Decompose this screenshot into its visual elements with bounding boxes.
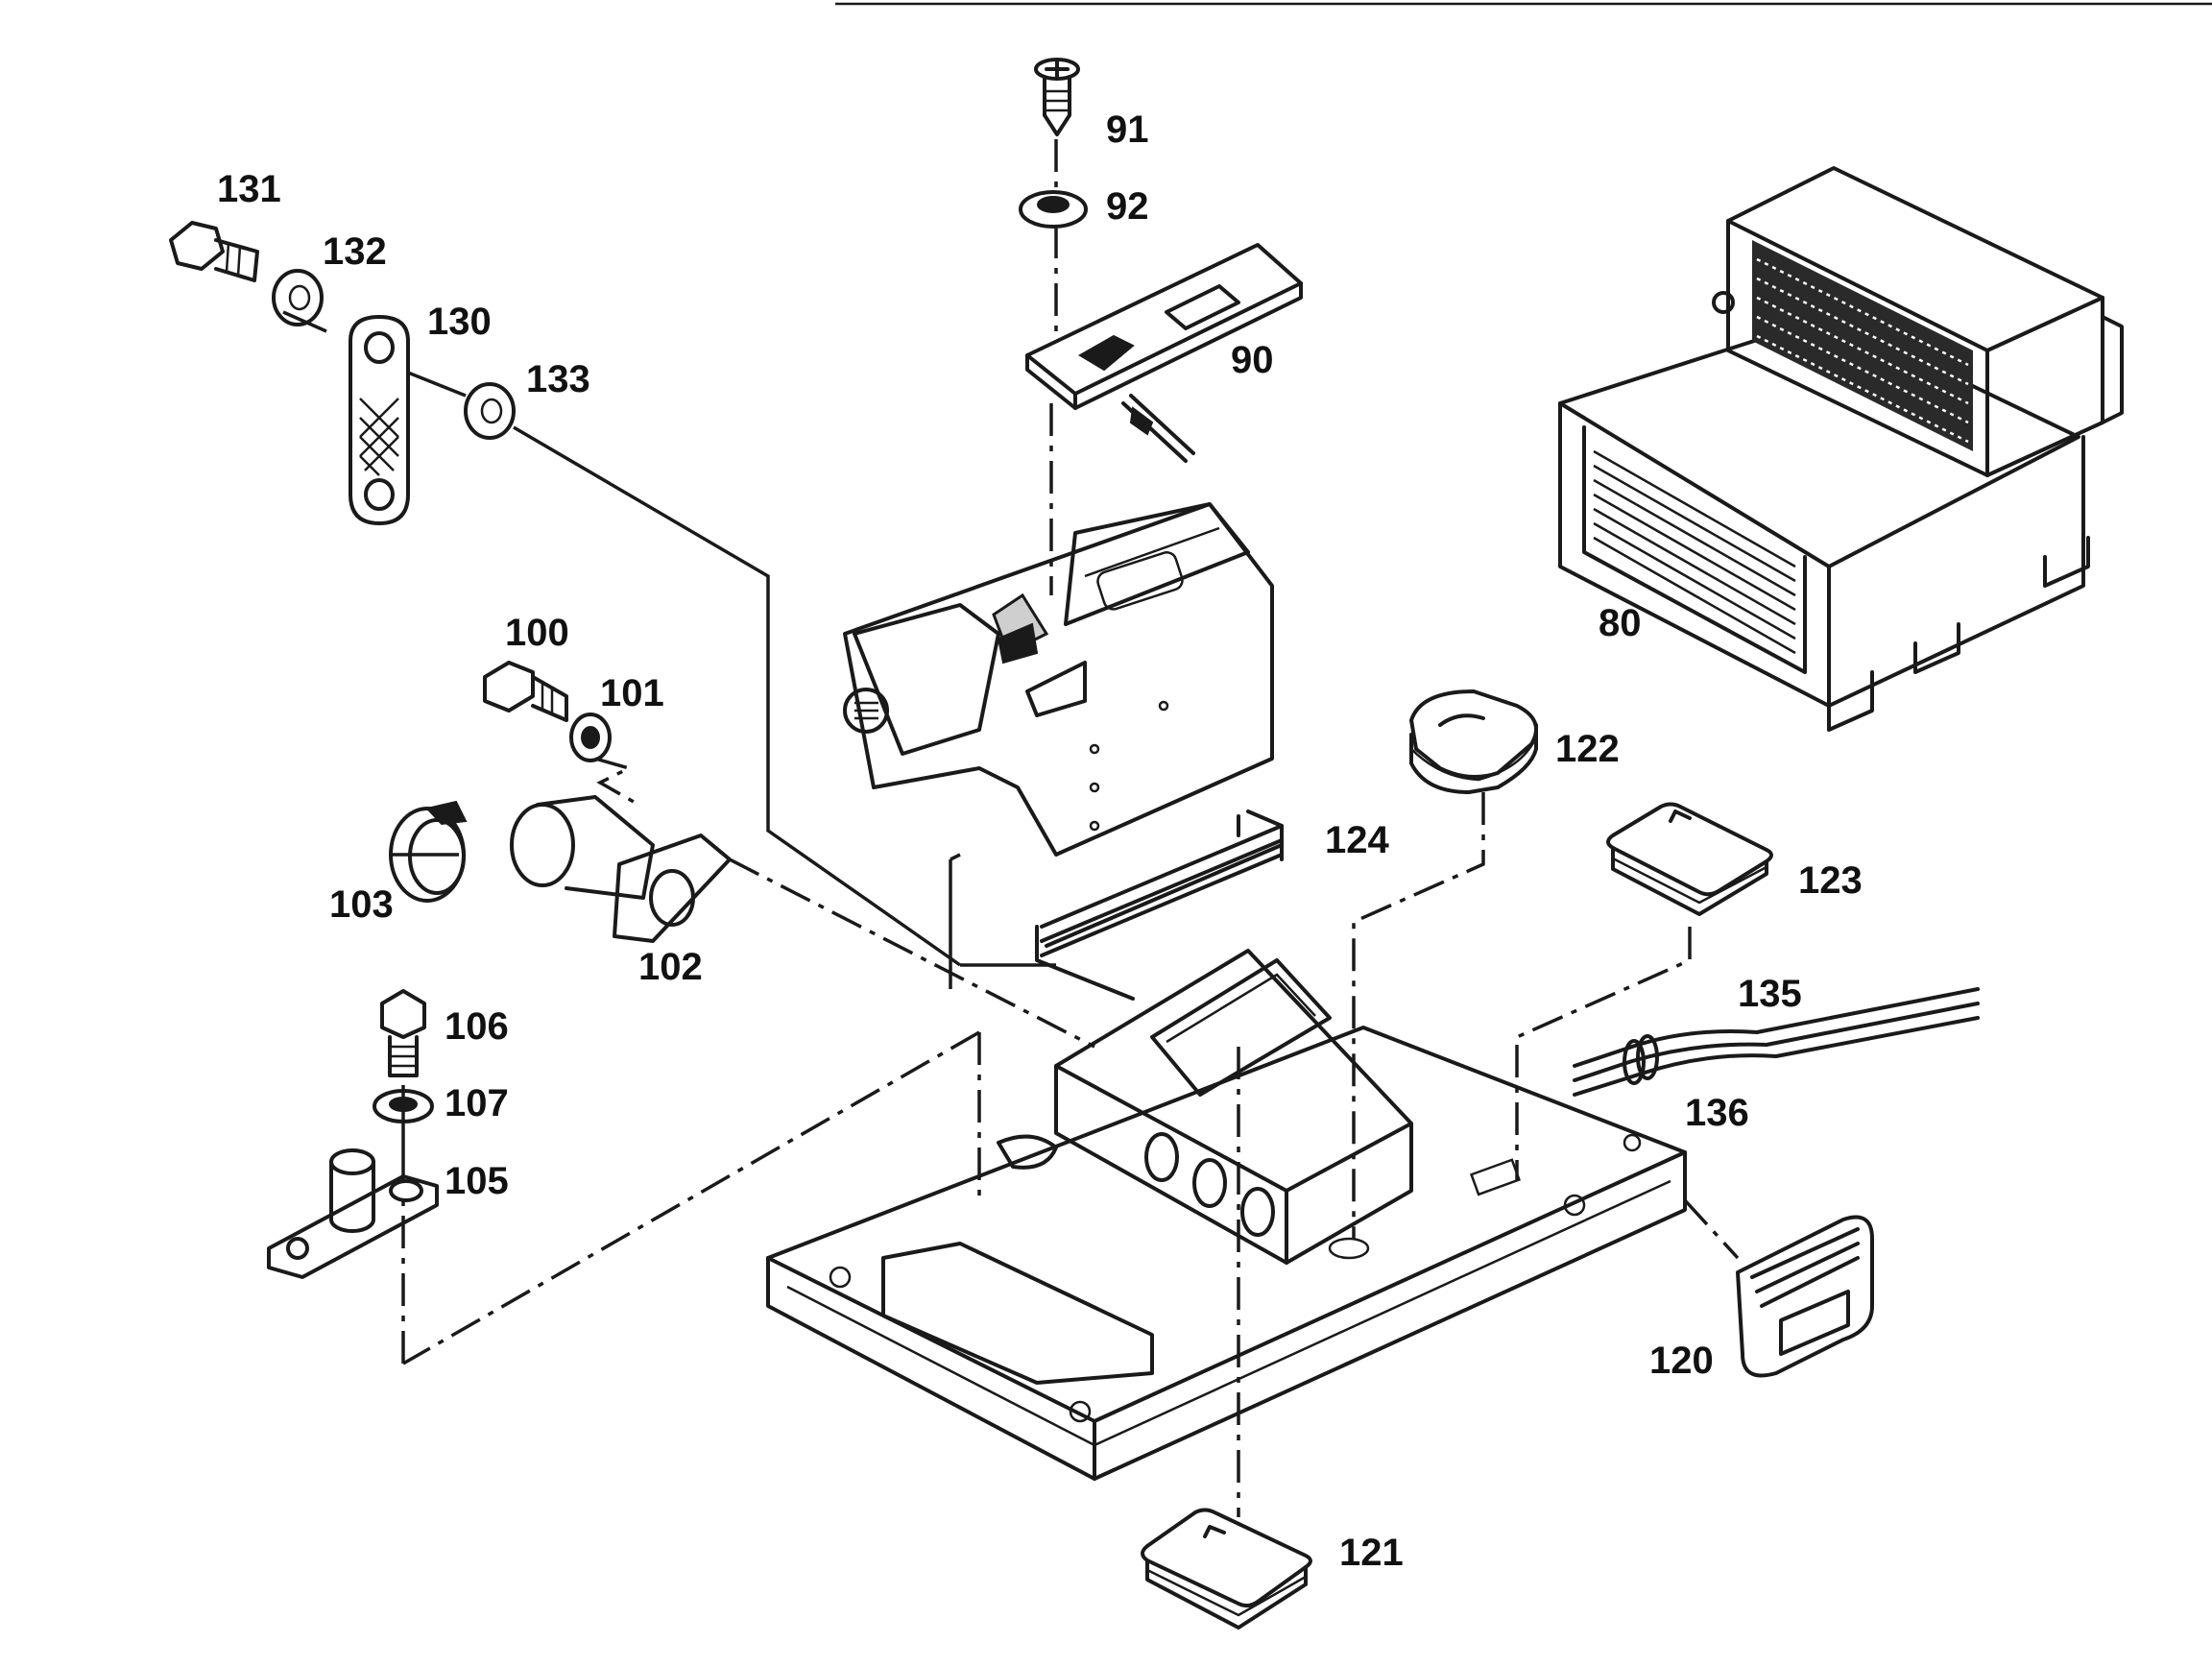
label-92: 92	[1106, 185, 1149, 228]
washer-132	[272, 269, 324, 326]
label-100: 100	[505, 612, 569, 654]
label-132: 132	[323, 230, 387, 273]
grommet-121	[1141, 1508, 1312, 1630]
cabinet-top-grille	[1752, 240, 1973, 451]
label-91: 91	[1106, 109, 1149, 151]
label-101: 101	[600, 672, 664, 714]
label-107: 107	[445, 1082, 509, 1124]
label-120: 120	[1649, 1340, 1714, 1382]
assembly-leader-lines	[282, 310, 1056, 1181]
label-130: 130	[427, 301, 492, 343]
link-plate-130	[349, 315, 410, 525]
channel-strip-124	[1035, 809, 1284, 1001]
mount-block	[1054, 949, 1413, 1265]
elbow-pipe-102	[510, 795, 732, 943]
screw-91	[1034, 58, 1080, 136]
assembly-centerlines	[401, 139, 1740, 1517]
control-plate	[1025, 243, 1303, 463]
grommet-120	[1736, 1215, 1874, 1378]
grommet-122	[1409, 689, 1538, 794]
label-136: 136	[1685, 1092, 1749, 1134]
grommet-123	[1606, 802, 1773, 916]
bolt-106	[380, 989, 426, 1077]
label-106: 106	[445, 1005, 509, 1048]
label-105: 105	[445, 1160, 509, 1202]
label-121: 121	[1339, 1532, 1404, 1574]
cabinet-side-louvres	[1593, 449, 1796, 655]
label-131: 131	[217, 168, 281, 210]
base-plate	[766, 1026, 1687, 1481]
label-103: 103	[329, 883, 394, 926]
washer-101	[569, 713, 612, 762]
label-124: 124	[1325, 819, 1389, 861]
label-135: 135	[1738, 973, 1802, 1015]
label-90: 90	[1231, 339, 1274, 381]
washer-133	[464, 382, 516, 440]
bracket-105	[267, 1148, 439, 1279]
label-80: 80	[1599, 602, 1642, 644]
housing-unit	[843, 502, 1274, 857]
label-123: 123	[1798, 859, 1863, 902]
heater-cabinet	[1558, 166, 2124, 732]
hex-bolt-131	[169, 221, 259, 282]
label-122: 122	[1555, 728, 1620, 770]
label-102: 102	[638, 946, 703, 988]
part-number-labels: 80 90 91 92 100 101 102 103 105 106 107 …	[217, 109, 1863, 1574]
label-133: 133	[526, 358, 590, 400]
washer-92	[1019, 190, 1088, 229]
cable-grommet-136	[1623, 1034, 1659, 1085]
bolt-100	[483, 661, 568, 722]
hose-clamp-103	[389, 800, 468, 903]
